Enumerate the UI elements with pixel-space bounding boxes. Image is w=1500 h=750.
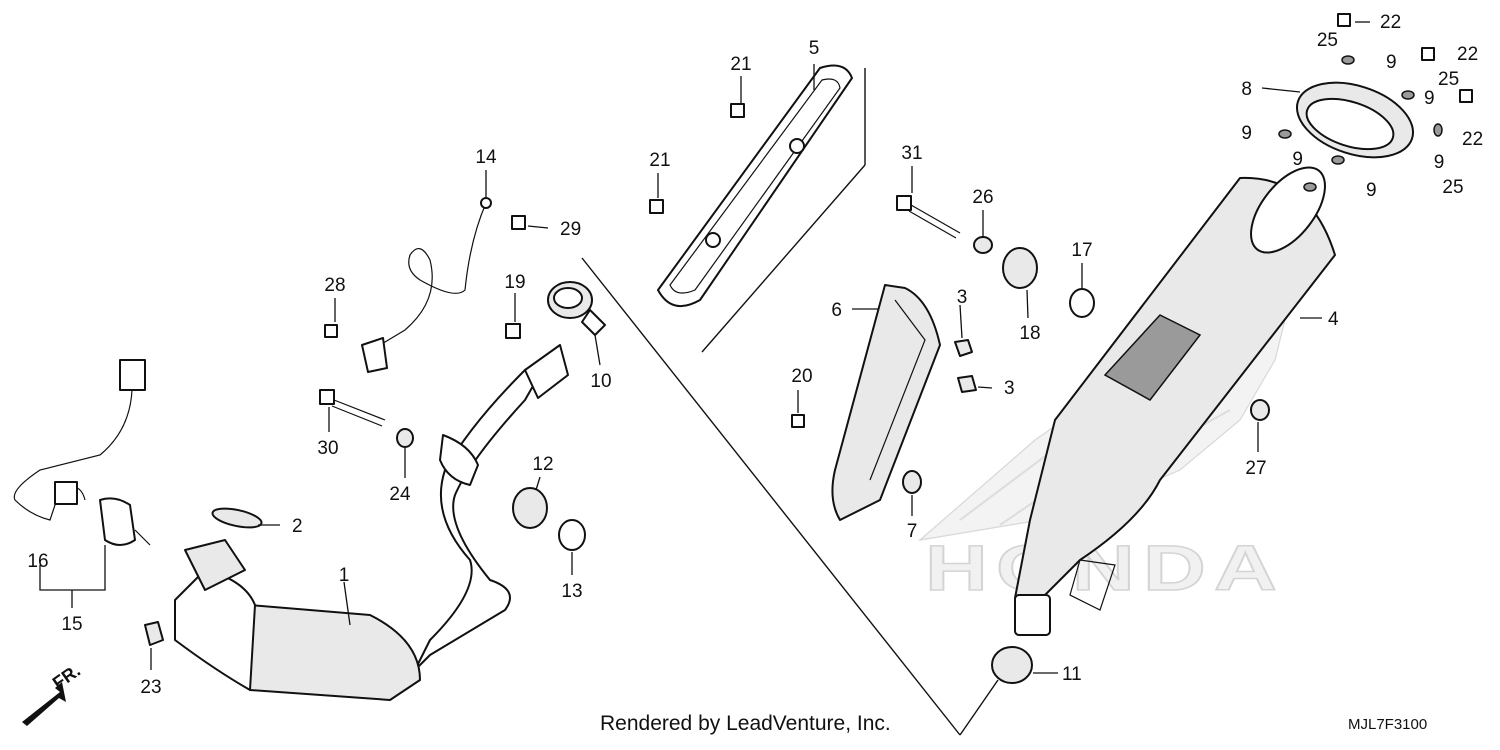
callout-label: 27 bbox=[1245, 458, 1266, 479]
leader-lines bbox=[39, 21, 1370, 674]
callout-label: 9 bbox=[1366, 180, 1377, 201]
callout-label: 26 bbox=[972, 187, 993, 208]
callout-labels: 1 2 3 3 4 5 6 7 8 9 9 9 9 9 9 9 10 11 12… bbox=[27, 12, 1483, 698]
front-direction-label: FR. bbox=[49, 660, 84, 693]
part-collar-13 bbox=[558, 519, 586, 551]
render-credit: Rendered by LeadVenture, Inc. bbox=[600, 712, 891, 735]
callout-label: 9 bbox=[1292, 149, 1303, 170]
callout-label: 10 bbox=[590, 371, 611, 392]
callout-label: 23 bbox=[140, 677, 161, 698]
part-bolt-20 bbox=[791, 414, 805, 428]
callout-label: 22 bbox=[1462, 129, 1483, 150]
callout-label: 12 bbox=[532, 454, 553, 475]
part-bolt-23 bbox=[144, 621, 164, 646]
callout-label: 22 bbox=[1380, 12, 1401, 33]
callout-label: 25 bbox=[1442, 177, 1463, 198]
part-washers-9 bbox=[1278, 55, 1443, 192]
callout-label: 16 bbox=[27, 551, 48, 572]
part-oxygen-sensor bbox=[13, 359, 151, 546]
callout-label: 29 bbox=[560, 219, 581, 240]
callout-label: 25 bbox=[1438, 69, 1459, 90]
part-exhaust-clamp bbox=[547, 281, 606, 336]
callout-label: 9 bbox=[1424, 88, 1435, 109]
callout-label: 1 bbox=[339, 565, 350, 586]
callout-label: 11 bbox=[1062, 664, 1082, 685]
part-grommet-7 bbox=[902, 470, 922, 494]
callout-label: 3 bbox=[1004, 378, 1015, 399]
part-bolt-28 bbox=[324, 324, 338, 338]
callout-label: 24 bbox=[389, 484, 411, 505]
callout-label: 5 bbox=[809, 38, 820, 59]
callout-label: 22 bbox=[1457, 44, 1478, 65]
callout-label: 17 bbox=[1071, 240, 1092, 261]
callout-label: 9 bbox=[1241, 123, 1252, 144]
section-divider-lines bbox=[581, 68, 999, 736]
callout-label: 15 bbox=[61, 614, 82, 635]
part-gasket bbox=[211, 507, 263, 529]
callout-label: 14 bbox=[475, 147, 497, 168]
callout-label: 8 bbox=[1241, 79, 1252, 100]
part-exhaust-clamp-lower bbox=[439, 434, 479, 486]
callout-label: 2 bbox=[292, 516, 303, 537]
part-rubber-mount-12 bbox=[512, 487, 548, 529]
callout-label: 21 bbox=[730, 54, 751, 75]
callout-label: 30 bbox=[317, 438, 338, 459]
callout-label: 7 bbox=[907, 521, 918, 542]
part-exhaust-pipe bbox=[174, 344, 569, 701]
part-bolt-22c bbox=[1459, 89, 1473, 103]
part-bolt-29 bbox=[511, 215, 526, 230]
part-collar-17 bbox=[1069, 288, 1095, 318]
callout-label: 9 bbox=[1434, 152, 1445, 173]
callout-label: 28 bbox=[324, 275, 345, 296]
callout-label: 20 bbox=[791, 366, 812, 387]
callout-label: 4 bbox=[1328, 309, 1339, 330]
part-bolt-19 bbox=[505, 323, 521, 339]
part-bolt-21-upper bbox=[730, 103, 745, 118]
callout-label: 9 bbox=[1386, 52, 1397, 73]
part-muffler-end-cap bbox=[1295, 81, 1415, 159]
part-washer-26 bbox=[973, 236, 993, 254]
callout-label: 19 bbox=[504, 272, 525, 293]
part-nut-3a bbox=[954, 339, 973, 357]
front-direction-arrow-icon: FR. bbox=[22, 660, 84, 726]
callout-label: 3 bbox=[957, 287, 968, 308]
part-bolt-30 bbox=[319, 389, 386, 427]
diagram-code: MJL7F3100 bbox=[1348, 716, 1428, 733]
part-rubber-mount-18 bbox=[1002, 247, 1038, 289]
part-heat-shield-panel bbox=[657, 64, 853, 308]
part-nut-3b bbox=[957, 375, 977, 393]
part-gasket-11 bbox=[991, 646, 1033, 684]
part-bolt-22b bbox=[1421, 47, 1435, 61]
part-nut-27 bbox=[1250, 399, 1270, 421]
callout-label: 13 bbox=[561, 581, 582, 602]
callout-label: 6 bbox=[831, 300, 842, 321]
callout-label: 25 bbox=[1317, 30, 1338, 51]
callout-label: 31 bbox=[901, 143, 922, 164]
callout-label: 21 bbox=[649, 150, 670, 171]
part-bolt-21-lower bbox=[649, 199, 664, 214]
part-muffler-side-cover bbox=[831, 284, 941, 521]
part-bolt-22a bbox=[1337, 13, 1351, 27]
part-ground-cable bbox=[361, 197, 492, 373]
callout-label: 18 bbox=[1019, 323, 1040, 344]
part-bolt-31 bbox=[896, 195, 961, 239]
part-washer-24 bbox=[396, 428, 414, 448]
